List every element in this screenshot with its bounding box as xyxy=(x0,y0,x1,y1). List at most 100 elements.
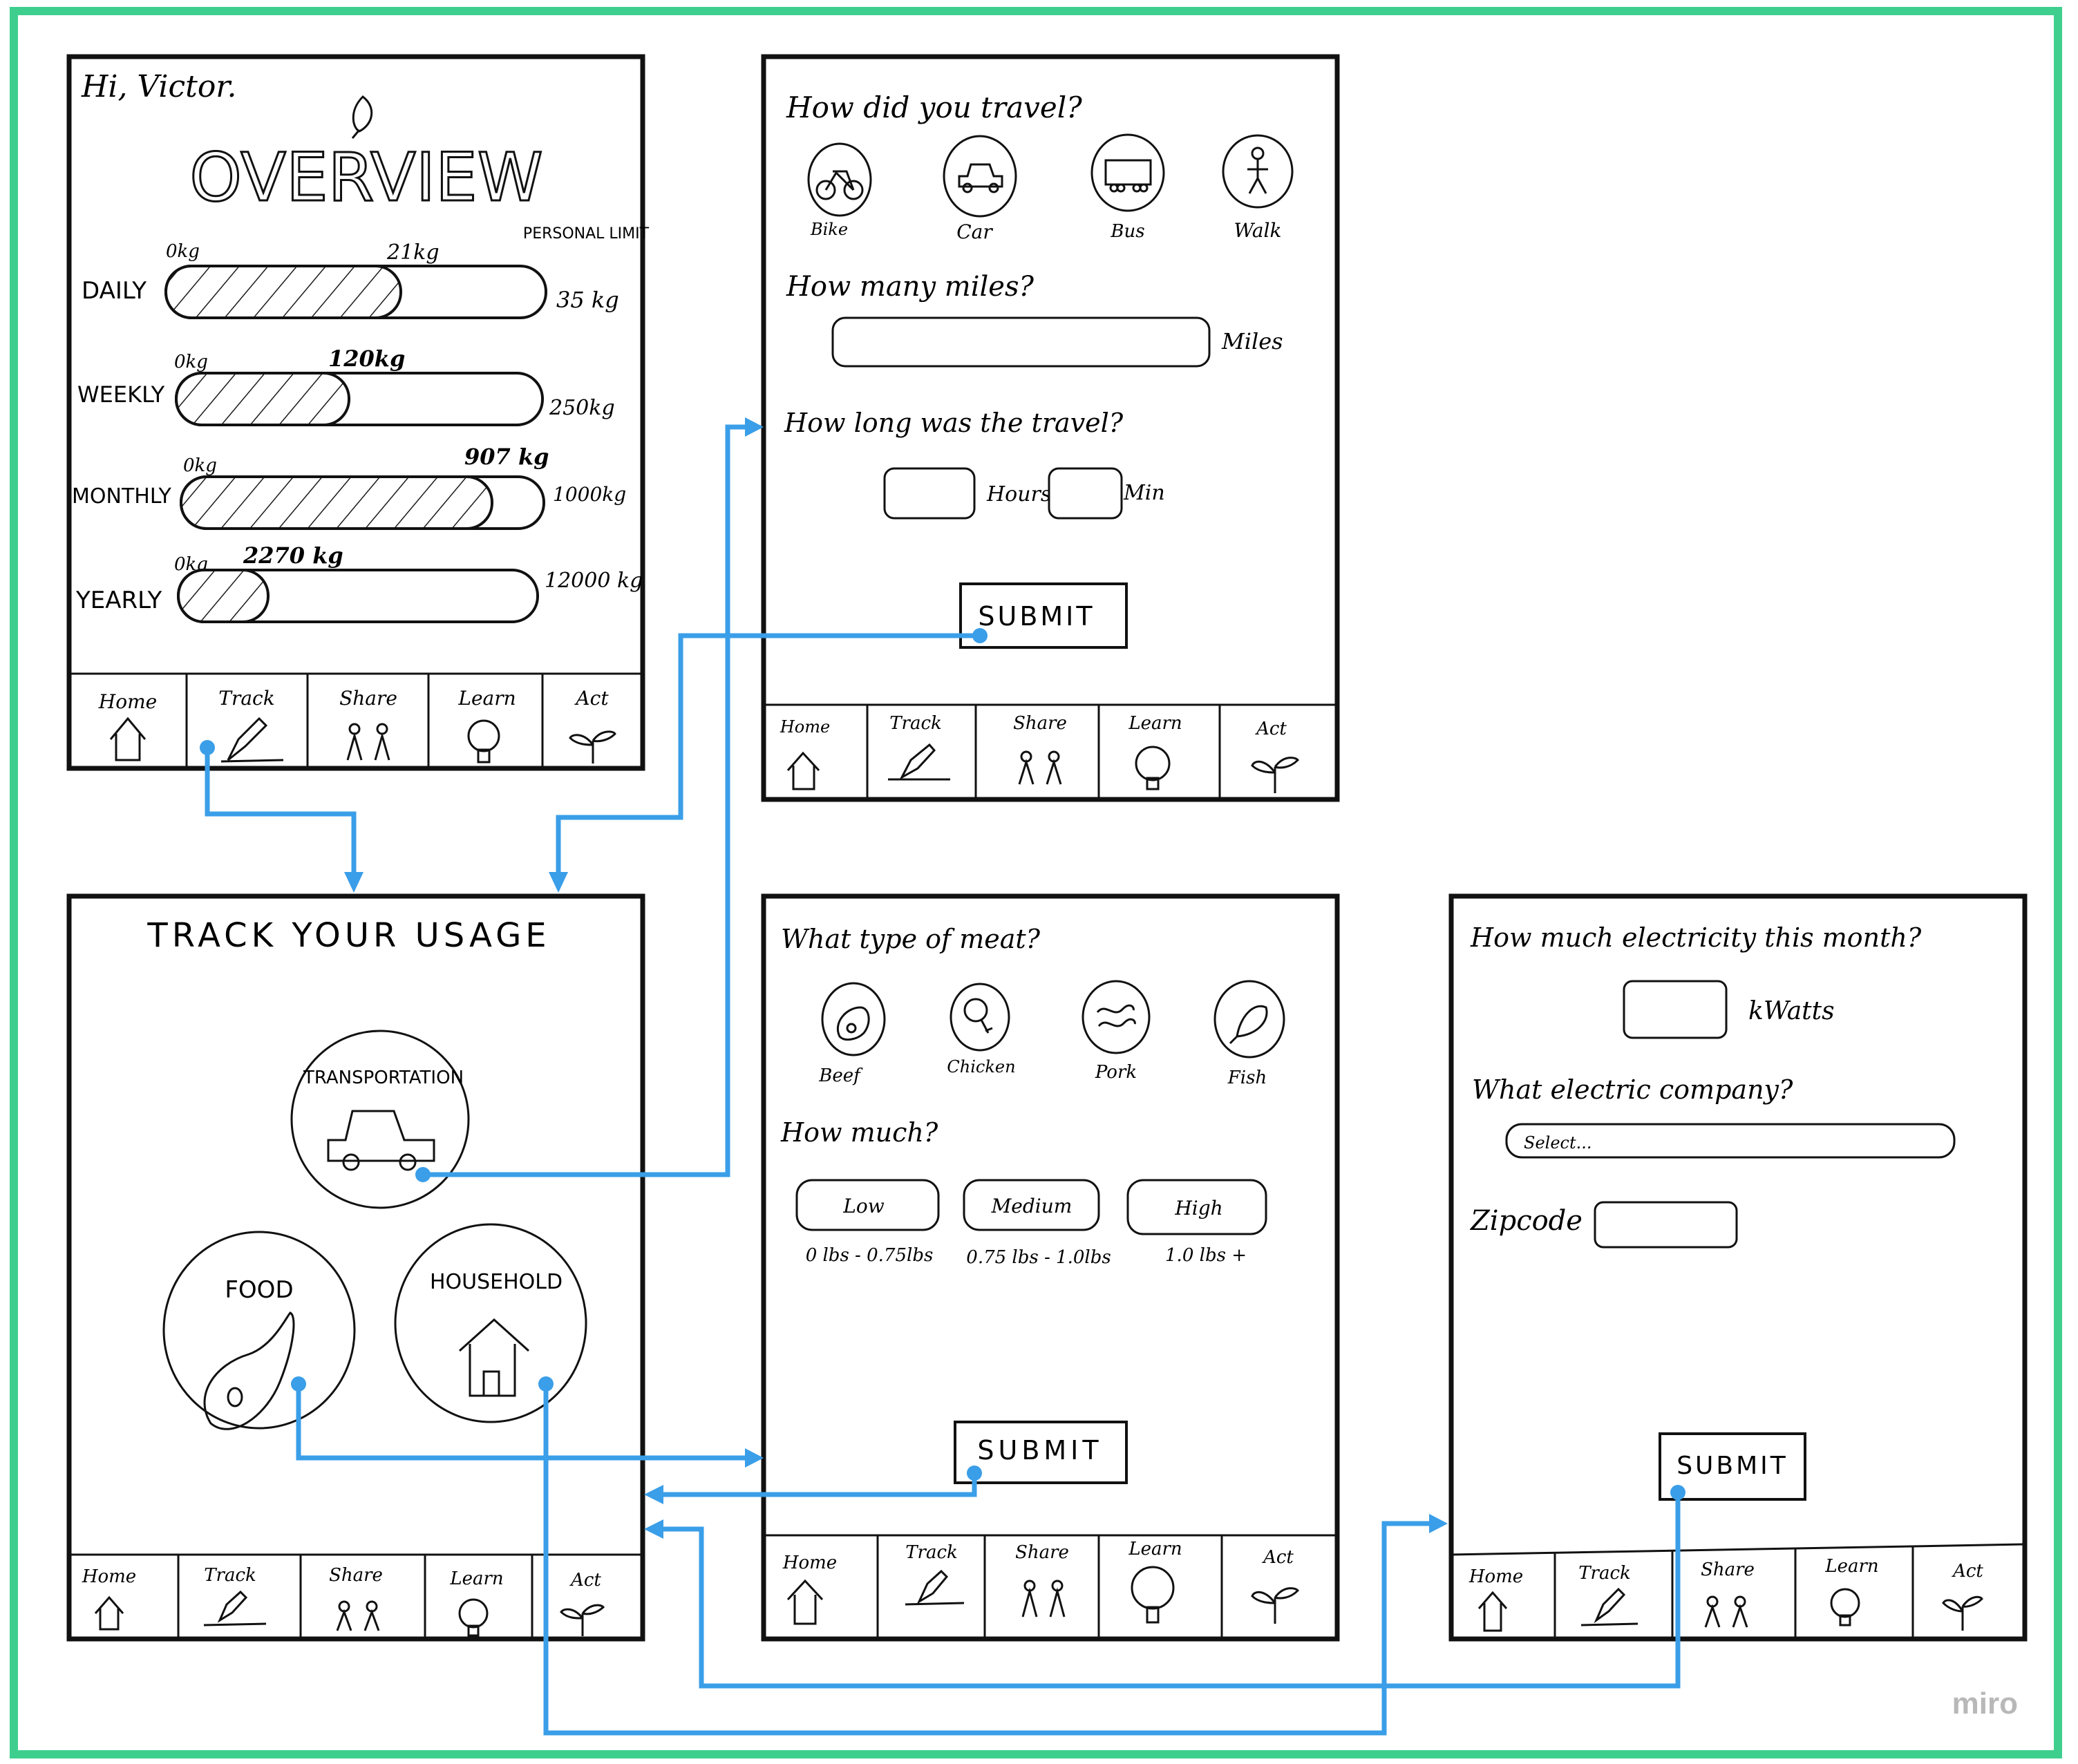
nav-home[interactable]: Home xyxy=(98,690,157,761)
nav-act[interactable]: Act xyxy=(1251,719,1299,793)
amount-low-range: 0 lbs - 0.75lbs xyxy=(806,1245,934,1266)
nav-label: Home xyxy=(780,717,830,737)
meat-submit-button[interactable]: SUBMIT xyxy=(954,1421,1128,1484)
zipcode-input[interactable] xyxy=(1594,1201,1738,1249)
personal-limit-label: PERSONAL LIMIT xyxy=(523,225,650,243)
chicken-icon xyxy=(963,998,993,1034)
company-select[interactable] xyxy=(1505,1123,1956,1159)
nav-act[interactable]: Act xyxy=(569,687,616,764)
nav-label: Act xyxy=(574,687,609,710)
nav-home[interactable]: Home xyxy=(82,1566,136,1631)
flow-endpoints xyxy=(200,628,1685,1500)
row-current: 120kg xyxy=(328,345,405,372)
type-label: Beef xyxy=(818,1065,863,1086)
nav-label: Home xyxy=(98,690,157,713)
amount-low-button[interactable]: Low xyxy=(795,1179,940,1231)
meat-type-chicken[interactable]: Chicken xyxy=(947,983,1016,1077)
nav-act[interactable]: Act xyxy=(560,1570,605,1636)
amount-label: High xyxy=(1174,1197,1222,1220)
leaf-icon xyxy=(351,95,373,139)
kwatts-input[interactable] xyxy=(1623,980,1728,1039)
category-food[interactable]: FOOD xyxy=(162,1231,356,1430)
row-current: 2270 kg xyxy=(243,542,343,569)
miles-question: How many miles? xyxy=(786,271,1034,303)
meat-type-pork[interactable]: Pork xyxy=(1081,980,1151,1083)
nav-label: Learn xyxy=(1128,713,1182,734)
house-icon xyxy=(109,717,147,761)
track-screen: TRACK YOUR USAGE TRANSPORTATION FOOD HOU… xyxy=(66,893,645,1642)
car-icon xyxy=(327,1110,435,1171)
meat-type-fish[interactable]: Fish xyxy=(1213,980,1285,1088)
house-icon xyxy=(1477,1591,1508,1632)
nav-act[interactable]: Act xyxy=(1942,1561,1983,1631)
travel-mode-car[interactable]: Car xyxy=(943,135,1017,243)
nav-learn[interactable]: Learn xyxy=(1128,713,1182,790)
nav-act[interactable]: Act xyxy=(1251,1547,1299,1624)
nav-share[interactable]: Share xyxy=(329,1565,383,1631)
bike-icon xyxy=(815,170,864,200)
nav-learn[interactable]: Learn xyxy=(1128,1539,1182,1624)
category-label: HOUSEHOLD xyxy=(430,1270,563,1294)
nav-label: Home xyxy=(782,1553,837,1573)
miles-input[interactable] xyxy=(831,316,1211,368)
nav-home[interactable]: Home xyxy=(780,717,830,790)
arrowhead xyxy=(644,1485,663,1504)
meat-type-beef[interactable]: Beef xyxy=(818,982,886,1086)
min-input[interactable] xyxy=(1048,467,1123,520)
nav-track[interactable]: Track xyxy=(218,687,284,763)
hours-input[interactable] xyxy=(883,467,976,520)
car-icon xyxy=(958,163,1003,193)
nav-home[interactable]: Home xyxy=(1468,1566,1523,1632)
travel-mode-bus[interactable]: Bus xyxy=(1090,133,1165,242)
lightbulb-icon xyxy=(467,719,500,764)
row-limit: 1000kg xyxy=(553,483,626,506)
people-icon xyxy=(336,1600,380,1631)
amount-label: Medium xyxy=(991,1195,1073,1217)
nav-track[interactable]: Track xyxy=(888,713,950,781)
nav-track[interactable]: Track xyxy=(1578,1563,1638,1627)
travel-submit-button[interactable]: SUBMIT xyxy=(959,582,1128,649)
category-label: TRANSPORTATION xyxy=(303,1068,464,1088)
submit-label: SUBMIT xyxy=(977,1435,1102,1466)
hours-unit: Hours xyxy=(986,482,1051,506)
nav-share[interactable]: Share xyxy=(339,687,397,761)
nav-label: Home xyxy=(82,1566,136,1587)
company-question: What electric company? xyxy=(1472,1074,1793,1105)
bottom-nav: Home Track Share Learn Ac xyxy=(764,1534,1337,1639)
nav-label: Track xyxy=(218,687,274,710)
amount-medium-button[interactable]: Medium xyxy=(963,1179,1100,1231)
category-transportation[interactable]: TRANSPORTATION xyxy=(290,1030,470,1209)
travel-mode-bike[interactable]: Bike xyxy=(807,142,872,239)
track-title: TRACK YOUR USAGE xyxy=(147,916,550,955)
nav-share[interactable]: Share xyxy=(1015,1542,1069,1618)
walk-icon xyxy=(1247,146,1268,194)
row-current: 21kg xyxy=(386,240,440,265)
nav-track[interactable]: Track xyxy=(905,1542,965,1606)
nav-learn[interactable]: Learn xyxy=(1824,1556,1879,1627)
category-household[interactable]: HOUSEHOLD xyxy=(394,1223,587,1423)
bottom-nav: Home Track Share Learn Ac xyxy=(764,703,1337,799)
nav-home[interactable]: Home xyxy=(782,1553,837,1625)
amount-high-button[interactable]: High xyxy=(1126,1179,1267,1235)
row-limit: 12000 kg xyxy=(545,569,643,593)
row-limit: 250kg xyxy=(549,396,615,420)
nav-label: Track xyxy=(905,1542,958,1563)
row-current: 907 kg xyxy=(464,444,549,470)
sprout-icon xyxy=(1251,757,1299,793)
lightbulb-icon xyxy=(458,1598,489,1637)
flow-arrows xyxy=(205,424,1681,1736)
arrowhead xyxy=(344,872,363,893)
company-select-placeholder: Select... xyxy=(1524,1133,1592,1153)
nav-share[interactable]: Share xyxy=(1701,1559,1755,1628)
mode-label: Bus xyxy=(1110,221,1144,242)
nav-share[interactable]: Share xyxy=(1013,713,1067,785)
nav-label: Learn xyxy=(1824,1556,1878,1577)
arrowhead xyxy=(745,1448,764,1468)
travel-mode-walk[interactable]: Walk xyxy=(1222,134,1294,242)
row-label: WEEKLY xyxy=(77,381,165,408)
nav-learn[interactable]: Learn xyxy=(449,1568,504,1637)
nav-track[interactable]: Track xyxy=(203,1565,267,1627)
people-icon xyxy=(346,723,390,761)
nav-learn[interactable]: Learn xyxy=(457,687,516,764)
arrow-overview-to-track xyxy=(205,748,357,878)
